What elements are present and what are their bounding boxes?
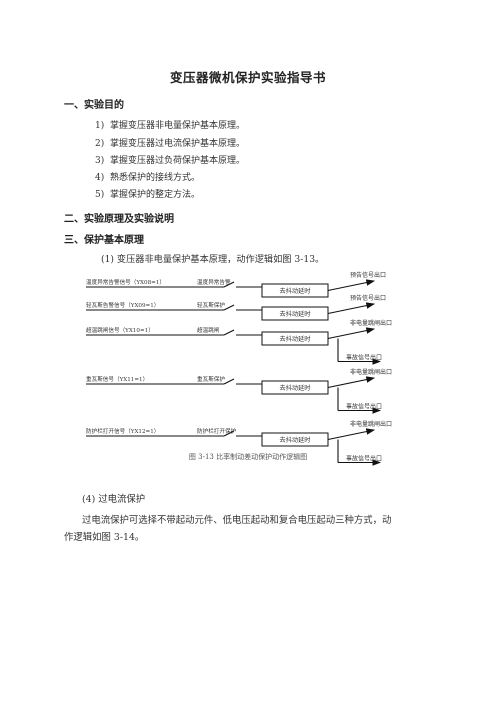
delay-block-label: 去抖动延时: [280, 287, 311, 295]
output-label: 非电量跳闸出口: [350, 420, 392, 428]
output-arrow: [327, 279, 376, 292]
input-signal-label: 轻瓦斯告警信号（YX09=1）: [86, 301, 159, 309]
switch-contact: [223, 329, 235, 336]
list-item: 2) 掌握变压器过电流保护基本原理。: [95, 136, 245, 149]
input-signal-label: 超温跳闸信号（YX10=1）: [86, 326, 154, 334]
input-signal-label: 防护栏打开信号（YX12=1）: [86, 427, 159, 435]
list-item: 5) 掌握保护的整定方法。: [95, 187, 200, 200]
subsection-heading: (4) 过电流保护: [82, 494, 146, 505]
delay-block-label: 去抖动延时: [280, 436, 311, 444]
delay-block-label: 去抖动延时: [280, 310, 311, 318]
input-signal-label: 重瓦斯信号（YX11=1）: [86, 375, 148, 383]
item-text: 熟悉保护的接线方式。: [109, 173, 200, 183]
item-text: 掌握变压器过电流保护基本原理。: [109, 139, 245, 149]
item-number: 1): [95, 121, 105, 131]
item-text: 掌握变压器非电量保护基本原理。: [109, 121, 245, 131]
output-label: 非电量跳闸出口: [350, 368, 392, 376]
item-number: 3): [95, 156, 105, 166]
switch-contact: [223, 430, 235, 437]
output-label: 预告信号出口: [350, 271, 386, 279]
figure-caption: 图 3-13 比率制动差动保护动作逻辑图: [188, 453, 308, 461]
switch-contact: [223, 281, 235, 288]
item-text: 掌握保护的整定方法。: [109, 190, 200, 200]
output-arrow: [327, 302, 376, 315]
list-item: 3) 掌握变压器过负荷保护基本原理。: [95, 153, 245, 166]
protection-label: 重瓦斯保护: [197, 375, 225, 383]
output-arrow: [327, 428, 376, 441]
protection-label: 轻瓦斯保护: [197, 301, 225, 309]
list-item: 1) 掌握变压器非电量保护基本原理。: [95, 118, 245, 131]
item-number: 5): [95, 190, 105, 200]
delay-block-label: 去抖动延时: [280, 335, 311, 343]
output-arrow: [327, 376, 376, 389]
output-arrow: [327, 327, 376, 340]
output-label: 事故信号出口: [346, 354, 382, 362]
delay-block-label: 去抖动延时: [280, 384, 311, 392]
output-label: 非电量跳闸出口: [350, 319, 392, 327]
switch-contact: [223, 304, 235, 311]
output-label: 事故信号出口: [346, 403, 382, 411]
body-paragraph-line-1: 过电流保护可选择不带起动元件、低电压起动和复合电压起动三种方式，动: [82, 515, 392, 526]
protection-label: 超温跳闸: [197, 326, 220, 334]
output-label: 事故信号出口: [346, 455, 382, 463]
item-number: 4): [95, 173, 105, 183]
item-number: 2): [95, 139, 105, 149]
protection-label: 温度异常告警: [197, 278, 231, 286]
section-heading-objectives: 一、实验目的: [64, 100, 124, 111]
document-title: 变压器微机保护实验指导书: [169, 70, 326, 85]
item-text: 掌握变压器过负荷保护基本原理。: [109, 156, 245, 166]
list-item: 4) 熟悉保护的接线方式。: [95, 170, 200, 183]
intro-paragraph: (1) 变压器非电量保护基本原理，动作逻辑如图 3-13。: [101, 254, 325, 265]
section-heading-protection: 三、保护基本原理: [64, 235, 144, 246]
body-paragraph-line-2: 作逻辑如图 3-14。: [64, 532, 145, 543]
diagram-rows: 温度异常告警信号（YX08=1）温度异常告警去抖动延时预告信号出口轻瓦斯告警信号…: [86, 271, 392, 466]
switch-contact: [223, 378, 235, 385]
input-signal-label: 温度异常告警信号（YX08=1）: [86, 278, 165, 286]
output-label: 预告信号出口: [350, 294, 386, 302]
protection-label: 防护栏打开保护: [197, 427, 237, 435]
section-heading-principle: 二、实验原理及实验说明: [64, 214, 174, 225]
